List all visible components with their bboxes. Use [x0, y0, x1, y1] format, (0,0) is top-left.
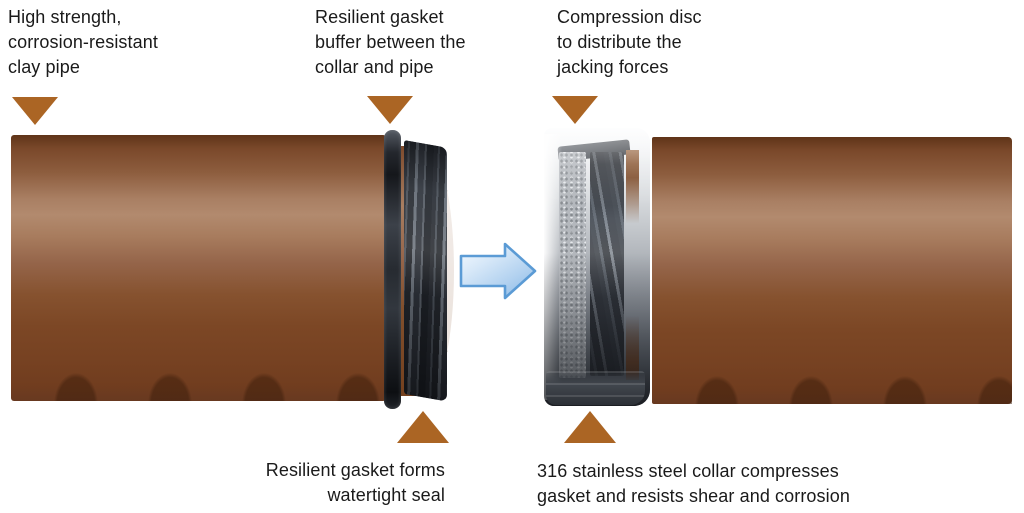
triangle-pointer-gasket-buffer-icon	[367, 96, 413, 124]
clay-pipe-right	[652, 137, 1012, 404]
label-compression-disc: Compression disc to distribute the jacki…	[557, 7, 702, 77]
label-watertight-seal: Resilient gasket forms watertight seal	[265, 460, 445, 505]
stainless-steel-collar	[544, 128, 650, 406]
triangle-pointer-compression-disc-icon	[552, 96, 598, 124]
resilient-gasket-ring	[384, 130, 401, 409]
collar-shading-overlay	[544, 128, 650, 406]
label-clay-pipe: High strength, corrosion-resistant clay …	[8, 7, 158, 77]
triangle-pointer-steel-collar-icon	[564, 411, 616, 443]
label-gasket-buffer: Resilient gasket buffer between the coll…	[315, 7, 466, 77]
compression-disc	[404, 140, 447, 402]
jacking-direction-arrow-icon	[459, 242, 537, 300]
clay-pipe-left	[11, 135, 385, 401]
collar-bottom-shadow	[546, 371, 645, 405]
triangle-pointer-clay-pipe-icon	[12, 97, 58, 125]
label-steel-collar: 316 stainless steel collar compresses ga…	[537, 461, 850, 506]
triangle-pointer-watertight-seal-icon	[397, 411, 449, 443]
